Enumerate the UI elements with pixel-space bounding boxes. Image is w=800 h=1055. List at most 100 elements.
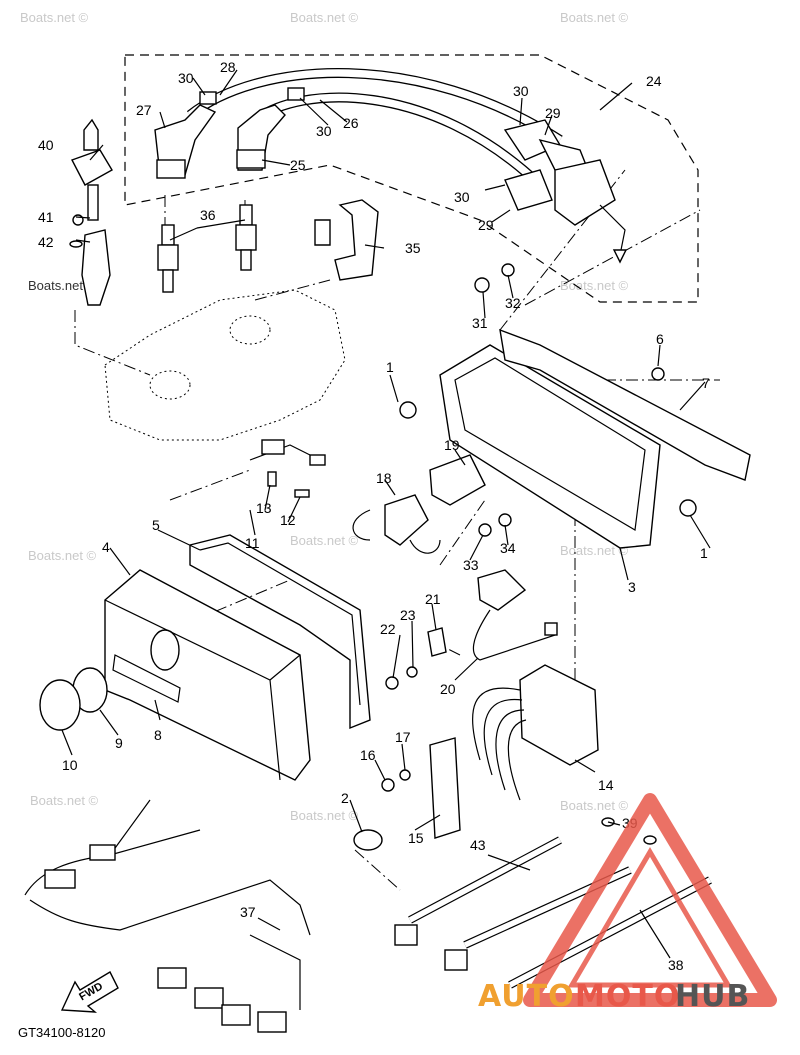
brand-auto: AUTO	[478, 979, 575, 1014]
callout-20: 20	[440, 681, 456, 697]
automotohub-logo: AUTO MOTO HUB	[478, 793, 777, 1014]
callout-19: 19	[444, 437, 460, 453]
watermark: Boats.net ©	[560, 798, 629, 813]
callout-2: 2	[341, 790, 349, 806]
spark-plug-36	[235, 204, 257, 271]
callout-30: 30	[513, 83, 529, 99]
watermarks: Boats.net © Boats.net © Boats.net © Boat…	[20, 10, 629, 823]
callout-30: 30	[316, 123, 332, 139]
clamp-30	[199, 91, 217, 105]
bolt-41	[72, 214, 84, 226]
cover-hole	[150, 629, 180, 671]
callout-12: 12	[280, 512, 296, 528]
holder-15	[429, 737, 461, 839]
plate-7	[499, 328, 751, 481]
callout-42: 42	[38, 234, 54, 250]
diagram-code: GT34100-8120	[18, 1025, 105, 1040]
spark-plug-36	[157, 224, 179, 293]
callout-32: 32	[505, 295, 521, 311]
clip-21	[427, 627, 447, 657]
washer-34	[498, 513, 512, 527]
starter-relay-18	[352, 494, 441, 554]
callout-9: 9	[115, 735, 123, 751]
bracket-20	[477, 569, 527, 611]
callout-28: 28	[220, 59, 236, 75]
callout-14: 14	[598, 777, 614, 793]
brand-hub: HUB	[675, 979, 750, 1014]
cdi-unit-14	[519, 664, 599, 766]
callout-43: 43	[470, 837, 486, 853]
cylinder-head	[104, 289, 346, 441]
ht-cable-43	[394, 836, 562, 946]
callout-38: 38	[668, 957, 684, 973]
callout-34: 34	[500, 540, 516, 556]
callout-4: 4	[102, 539, 110, 555]
watermark: Boats.net ©	[20, 10, 89, 25]
cdi-wires	[471, 687, 527, 801]
watermark: Boats.net ©	[560, 543, 629, 558]
screw-22	[385, 676, 399, 690]
watermark: Boats.net ©	[290, 808, 359, 823]
watermark: Boats.net ©	[560, 278, 629, 293]
cover-4	[104, 569, 311, 781]
washer-42	[69, 240, 83, 248]
spark-plug-cap-27	[154, 104, 217, 179]
callout-33: 33	[463, 557, 479, 573]
callout-24: 24	[646, 73, 662, 89]
electrical-box-3	[439, 344, 661, 549]
callout-22: 22	[380, 621, 396, 637]
callout-1: 1	[386, 359, 394, 375]
brand-moto: MOTO	[575, 979, 680, 1014]
callout-16: 16	[360, 747, 376, 763]
callout-30: 30	[178, 70, 194, 86]
callout-29: 29	[478, 217, 494, 233]
callout-11: 11	[245, 535, 260, 551]
fwd-arrow: FWD	[60, 971, 119, 1013]
callout-7: 7	[702, 375, 710, 391]
callout-8: 8	[154, 727, 162, 743]
callout-21: 21	[425, 591, 441, 607]
terminal	[544, 622, 558, 636]
bolt-33	[478, 523, 492, 537]
callout-25: 25	[290, 157, 306, 173]
callout-18: 18	[376, 470, 392, 486]
screw-16	[381, 778, 395, 792]
watermark: Boats.net ©	[290, 533, 359, 548]
ring-39	[643, 835, 657, 845]
bolt-1	[679, 499, 697, 517]
callout-23: 23	[400, 607, 416, 623]
clamp-30	[287, 87, 305, 101]
callout-26: 26	[343, 115, 359, 131]
watermark: Boats.net ©	[290, 10, 359, 25]
callout-10: 10	[62, 757, 78, 773]
sensor-40	[71, 118, 113, 221]
wire-harness-37	[24, 799, 311, 1033]
wire-lead-11	[249, 439, 326, 498]
group-outline-24	[124, 54, 699, 303]
washer-23	[406, 666, 418, 678]
callout-27: 27	[136, 102, 152, 118]
watermark: Boats.net ©	[28, 548, 97, 563]
callouts: 1 1 2 3 4 5 6 7 8 9 10 11 12 13 14 15 16…	[38, 59, 710, 973]
callout-1: 1	[700, 545, 708, 561]
callout-13: 13	[256, 500, 272, 516]
callout-6: 6	[656, 331, 664, 347]
gasket-5	[189, 534, 371, 730]
watermark: Boats.net ©	[560, 10, 629, 25]
ignition-coil-29-lower	[504, 159, 628, 264]
callout-36: 36	[200, 207, 216, 223]
watermark: Boats.net ©	[30, 793, 99, 808]
watermark: Boats.net ©	[28, 278, 97, 293]
callout-30: 30	[454, 189, 470, 205]
bolt-31	[474, 277, 490, 293]
callout-15: 15	[408, 830, 424, 846]
callout-3: 3	[628, 579, 636, 595]
spark-plug-cap-25	[236, 104, 286, 171]
callout-31: 31	[472, 315, 488, 331]
bolt-1	[399, 401, 417, 419]
clip	[314, 219, 331, 246]
leader-lines	[61, 69, 711, 959]
cap-10	[39, 679, 81, 731]
callout-40: 40	[38, 137, 54, 153]
